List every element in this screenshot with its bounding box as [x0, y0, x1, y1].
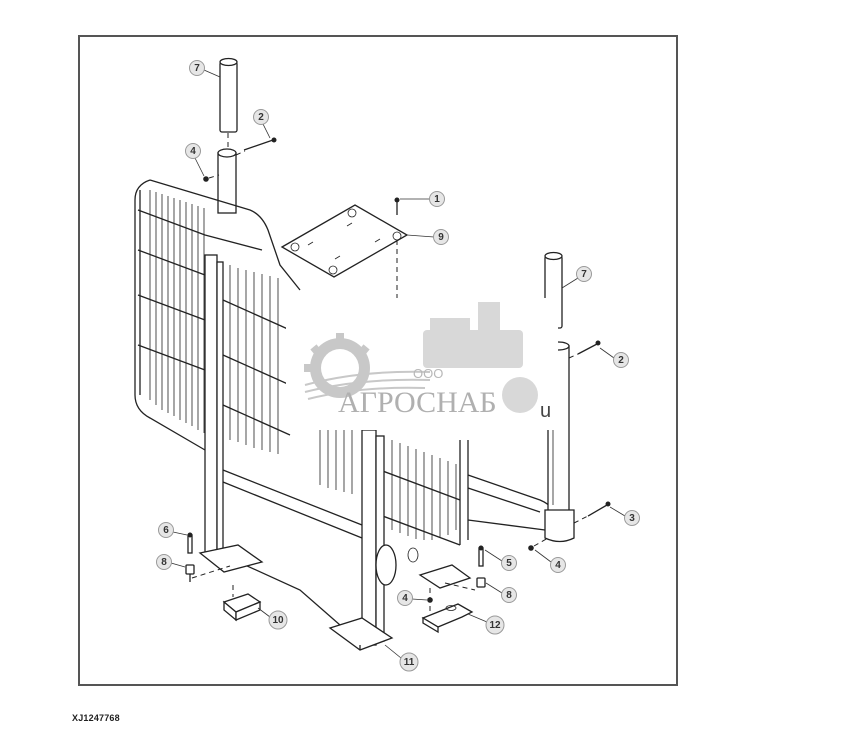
- front-foot-11: [328, 617, 394, 651]
- nut-4-bottom: [427, 588, 433, 612]
- svg-text:5: 5: [506, 558, 512, 569]
- callout-4: 4: [397, 590, 413, 606]
- callout-7: 7: [576, 266, 592, 282]
- svg-text:6: 6: [163, 525, 169, 536]
- svg-text:2: 2: [258, 112, 264, 123]
- svg-text:4: 4: [190, 146, 196, 157]
- nut-4-right: [528, 537, 549, 551]
- left-foot-bracket: [191, 544, 264, 579]
- svg-text:u: u: [540, 400, 551, 422]
- nut-4-left: [203, 174, 220, 182]
- svg-text:3: 3: [629, 513, 635, 524]
- block-10: [222, 585, 262, 622]
- svg-text:4: 4: [555, 560, 561, 571]
- svg-text:2: 2: [618, 355, 624, 366]
- svg-text:1: 1: [434, 194, 440, 205]
- figure-code: XJ1247768: [72, 713, 120, 723]
- callout-11: 11: [399, 652, 419, 672]
- left-upright-post: [217, 148, 237, 214]
- callout-labels: 7 2 4 1 9 7 2 3 4 6 8 5 8 4 10 12 11: [156, 60, 640, 672]
- callout-4: 4: [550, 557, 566, 573]
- callout-12: 12: [485, 615, 505, 635]
- svg-text:7: 7: [581, 269, 587, 280]
- svg-text:11: 11: [404, 657, 415, 668]
- right-foot-bracket: [418, 564, 476, 591]
- left-pin-7: [219, 57, 238, 150]
- callout-3: 3: [624, 510, 640, 526]
- top-plate-9: [280, 204, 409, 278]
- bushing-8-left: [185, 564, 195, 582]
- bolt-5: [478, 545, 484, 567]
- callout-4: 4: [185, 143, 201, 159]
- callout-7: 7: [189, 60, 205, 76]
- svg-text:АГРОСНАБ: АГРОСНАБ: [338, 386, 497, 419]
- leader-lines: [170, 69, 626, 659]
- plate-12: [421, 603, 474, 634]
- bolt-2-left: [235, 137, 277, 156]
- svg-text:4: 4: [402, 593, 408, 604]
- svg-text:7: 7: [194, 63, 200, 74]
- bushing-8-right: [476, 577, 486, 588]
- svg-text:8: 8: [506, 590, 512, 601]
- svg-text:10: 10: [272, 615, 284, 626]
- svg-text:8: 8: [161, 557, 167, 568]
- bolt-3: [573, 501, 611, 524]
- callout-8: 8: [501, 587, 517, 603]
- bolt-2-right: [568, 340, 601, 359]
- callout-5: 5: [501, 555, 517, 571]
- callout-2: 2: [613, 352, 629, 368]
- bolt-1: [394, 197, 400, 300]
- watermark-logo: ООО АГРОСНАБ u: [286, 298, 558, 430]
- bolt-6: [187, 532, 193, 554]
- callout-6: 6: [158, 522, 174, 538]
- callout-2: 2: [253, 109, 269, 125]
- svg-text:ООО: ООО: [413, 366, 443, 381]
- svg-text:9: 9: [438, 232, 444, 243]
- callout-8: 8: [156, 554, 172, 570]
- callout-10: 10: [268, 610, 288, 630]
- svg-text:12: 12: [489, 620, 501, 631]
- callout-9: 9: [433, 229, 449, 245]
- callout-1: 1: [429, 191, 445, 207]
